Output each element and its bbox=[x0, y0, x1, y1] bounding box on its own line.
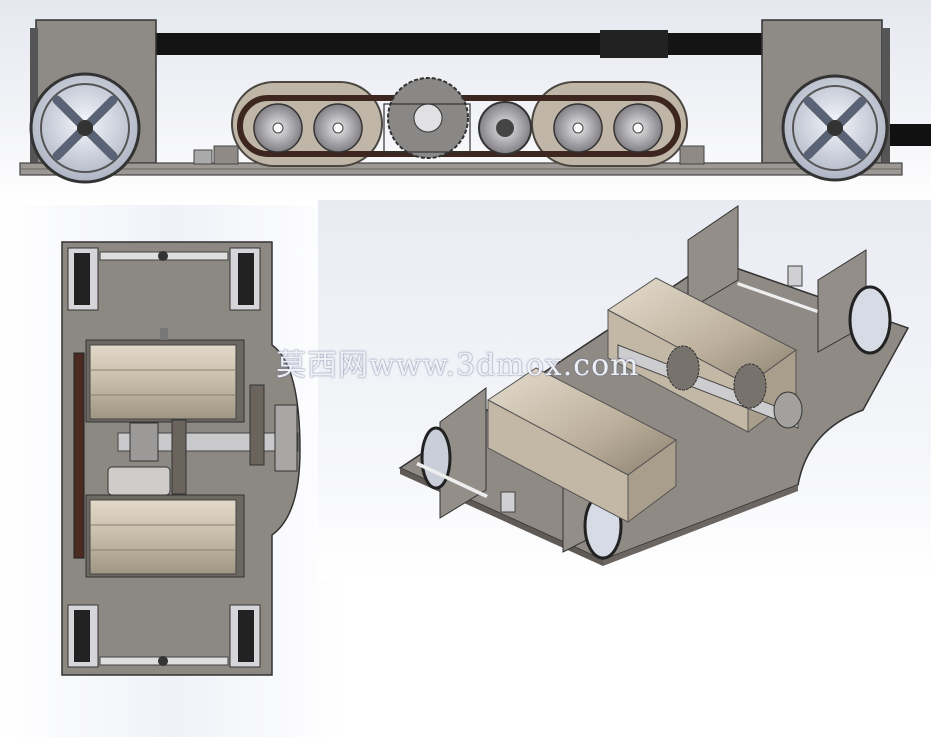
plan-wheels bbox=[67, 247, 261, 668]
drive-chain bbox=[237, 95, 681, 157]
watermark-text: 莫西网www.3dmox.com bbox=[276, 348, 640, 383]
side-elevation-view bbox=[0, 0, 931, 205]
side-belt bbox=[73, 352, 85, 559]
isometric-view bbox=[318, 200, 931, 580]
iso-side-plate-back bbox=[687, 205, 739, 311]
plan-view-drawing bbox=[61, 241, 301, 676]
lower-brush-roller bbox=[85, 494, 245, 578]
motor-body bbox=[107, 466, 171, 496]
rail-coupling bbox=[600, 30, 668, 58]
plan-view bbox=[0, 205, 345, 737]
iso-wheel-right bbox=[848, 285, 892, 355]
top-rail bbox=[150, 33, 770, 55]
iso-gear-b bbox=[733, 363, 767, 409]
isometric-drawing bbox=[398, 205, 910, 566]
left-wheel bbox=[29, 72, 141, 184]
iso-brush-roller-front bbox=[487, 367, 677, 523]
upper-brush-roller bbox=[85, 339, 245, 423]
iso-gear-a bbox=[666, 345, 700, 391]
iso-chassis-plate bbox=[398, 259, 910, 561]
side-elevation-drawing bbox=[19, 19, 931, 184]
right-wheel bbox=[781, 74, 889, 182]
